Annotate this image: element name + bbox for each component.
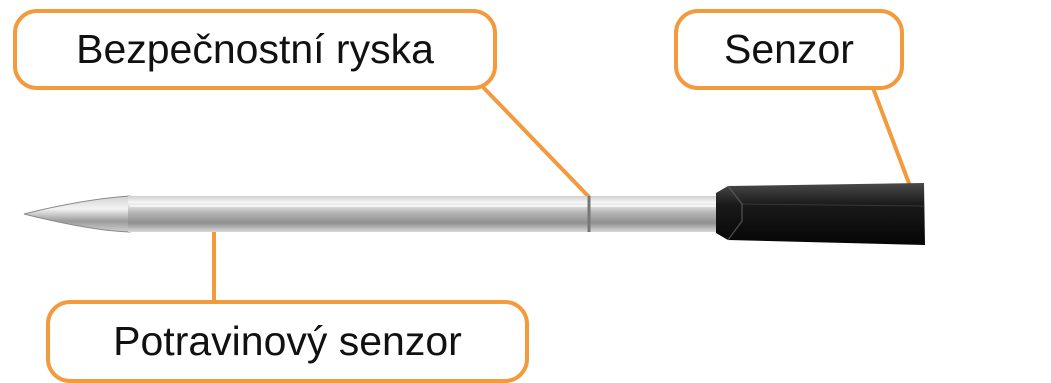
safety-line-label: Bezpečnostní ryska	[13, 9, 497, 90]
sensor-leader	[871, 87, 912, 187]
probe-tip	[23, 195, 131, 233]
food-sensor-label: Potravinový senzor	[46, 300, 529, 383]
handle-facet	[727, 185, 743, 241]
sensor-label: Senzor	[674, 9, 904, 90]
probe-handle	[716, 183, 925, 245]
probe-shaft	[128, 196, 722, 232]
safety-line-leader	[478, 82, 592, 200]
handle-edge-line	[741, 203, 925, 207]
